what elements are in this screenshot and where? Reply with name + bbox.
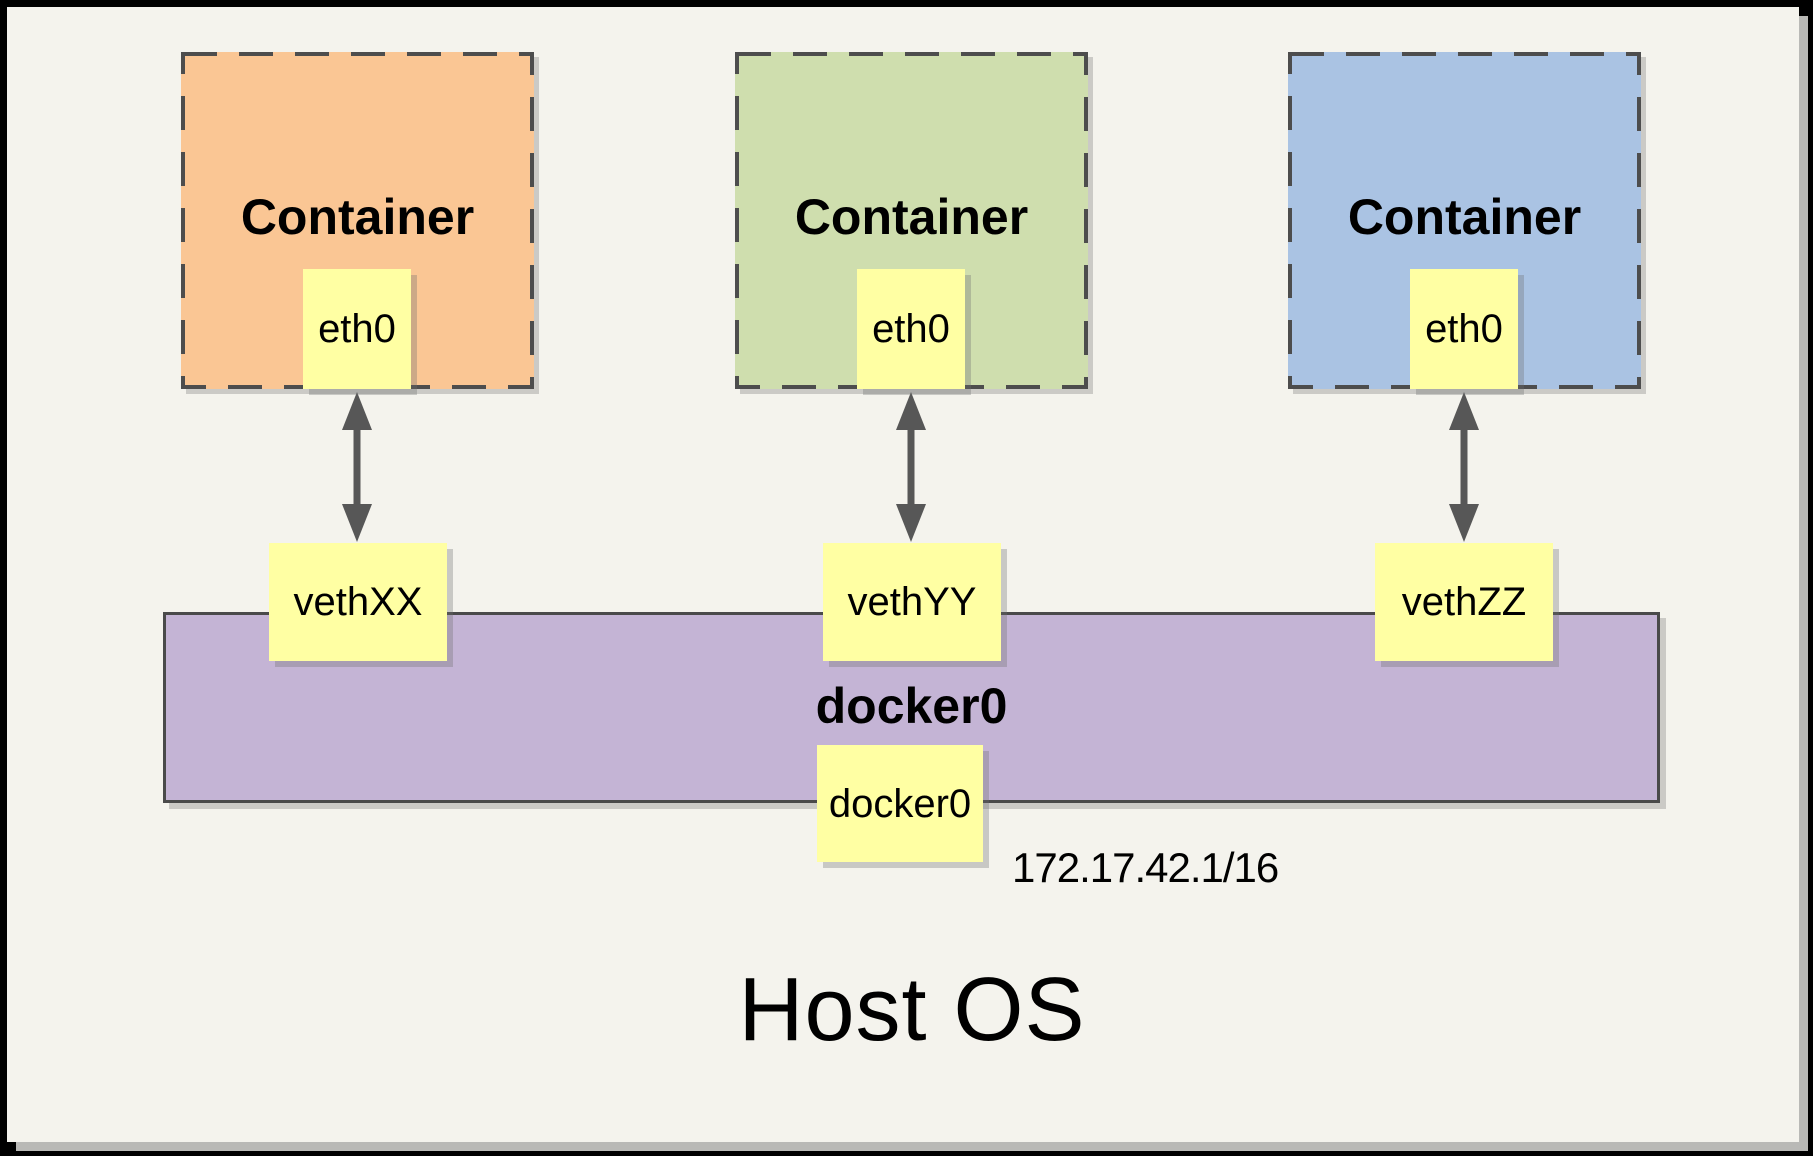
veth-label: vethXX bbox=[293, 580, 423, 624]
eth0-label: eth0 bbox=[1425, 307, 1503, 351]
eth0-interface-box-3: eth0 bbox=[1410, 269, 1518, 389]
veth-interface-box-1: vethXX bbox=[269, 543, 447, 661]
container-label: Container bbox=[794, 189, 1029, 245]
veth-label: vethZZ bbox=[1401, 580, 1527, 624]
host-os-label: Host OS bbox=[738, 960, 1086, 1060]
docker0-bridge-label: docker0 bbox=[815, 678, 1008, 734]
veth-connection-arrow-2 bbox=[896, 392, 926, 542]
veth-interface-box-2: vethYY bbox=[823, 543, 1001, 661]
diagram-canvas: Container Container Container eth0 eth0 … bbox=[7, 7, 1799, 1142]
veth-connection-arrow-1 bbox=[342, 392, 372, 542]
bridge-ip-label: 172.17.42.1/16 bbox=[1012, 844, 1279, 891]
eth0-label: eth0 bbox=[318, 307, 396, 351]
container-label: Container bbox=[1347, 189, 1582, 245]
veth-connection-arrow-3 bbox=[1449, 392, 1479, 542]
docker0-interface-label: docker0 bbox=[828, 781, 972, 826]
container-label: Container bbox=[240, 189, 475, 245]
eth0-interface-box-2: eth0 bbox=[857, 269, 965, 389]
eth0-interface-box-1: eth0 bbox=[303, 269, 411, 389]
eth0-label: eth0 bbox=[872, 307, 950, 351]
veth-interface-box-3: vethZZ bbox=[1375, 543, 1553, 661]
veth-label: vethYY bbox=[847, 580, 977, 624]
docker0-interface-box: docker0 bbox=[817, 745, 983, 862]
